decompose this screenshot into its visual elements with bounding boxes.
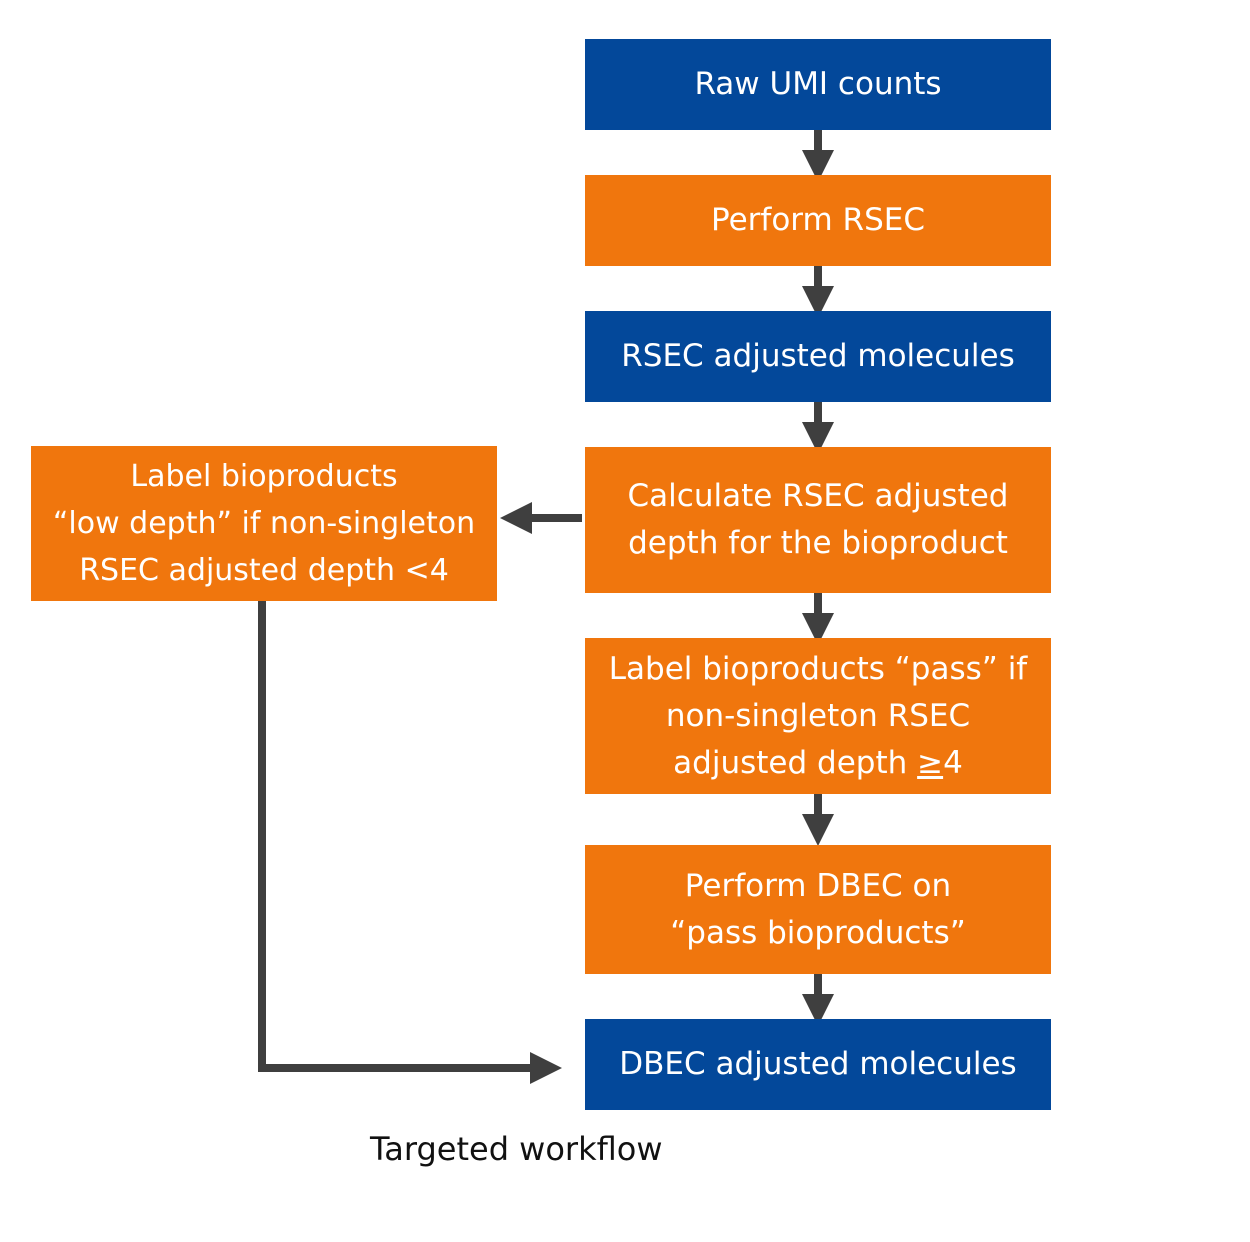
node-label: DBEC adjusted molecules	[619, 1046, 1017, 1082]
node-dbec-adjusted-molecules: DBEC adjusted molecules	[585, 1019, 1051, 1110]
node-label-line-3: adjusted depth ≥4	[673, 740, 963, 787]
line-3-value: 4	[943, 744, 963, 781]
node-label-line-2: “low depth” if non-singleton	[52, 506, 476, 541]
node-raw-umi-counts: Raw UMI counts	[585, 39, 1051, 130]
node-perform-dbec: Perform DBEC on “pass bioproducts”	[585, 845, 1051, 974]
node-label-low-depth: Label bioproducts “low depth” if non-sin…	[31, 446, 497, 601]
node-label-line-2: “pass bioproducts”	[670, 914, 966, 951]
node-label: Perform RSEC	[711, 202, 925, 238]
ge-symbol: ≥	[917, 744, 944, 781]
node-label: RSEC adjusted molecules	[621, 338, 1015, 374]
node-label-line-1: Calculate RSEC adjusted	[627, 478, 1009, 514]
line-3-text: adjusted depth	[673, 744, 918, 781]
diagram-caption: Targeted workflow	[370, 1130, 663, 1168]
node-label-line-2: non-singleton RSEC	[665, 697, 971, 734]
node-calculate-rsec-depth: Calculate RSEC adjusted depth for the bi…	[585, 447, 1051, 593]
node-perform-rsec: Perform RSEC	[585, 175, 1051, 266]
node-rsec-adjusted-molecules: RSEC adjusted molecules	[585, 311, 1051, 402]
node-label-line-1: Label bioproducts “pass” if	[608, 650, 1028, 687]
node-label-line-3: RSEC adjusted depth <4	[79, 553, 449, 588]
node-label-line-2: depth for the bioproduct	[628, 525, 1008, 561]
arrow-low-to-dbec	[258, 601, 562, 1084]
node-label-line-1: Perform DBEC on	[684, 867, 952, 904]
node-label-line-1: Label bioproducts	[130, 459, 398, 494]
node-label: Raw UMI counts	[694, 66, 942, 102]
node-label-pass: Label bioproducts “pass” if non-singleto…	[585, 638, 1051, 794]
